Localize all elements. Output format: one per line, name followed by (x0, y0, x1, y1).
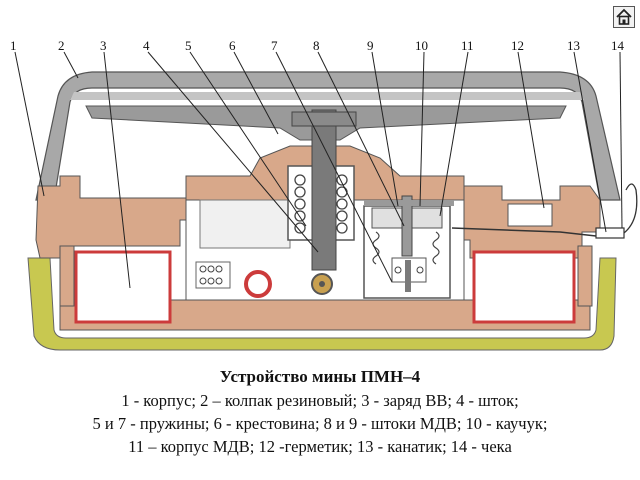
part-number: 3 (100, 38, 107, 53)
part-number: 6 (229, 38, 236, 53)
part-number: 4 (143, 38, 150, 53)
part-number: 12 (511, 38, 524, 53)
part-number: 5 (185, 38, 192, 53)
inner-panel (199, 199, 291, 249)
mdv-stem-9 (405, 260, 411, 292)
safety-pin (595, 227, 625, 239)
rubber-ring (364, 200, 454, 206)
stem-head (291, 111, 357, 127)
caption-line: 5 и 7 - пружины; 6 - крестовина; 8 и 9 -… (92, 414, 548, 433)
home-button[interactable] (613, 6, 635, 28)
small-spring-box (195, 261, 231, 289)
part-number: 7 (271, 38, 278, 53)
caption-title: Устройство мины ПМН–4 (219, 367, 421, 386)
lower-shell (27, 257, 617, 351)
part-number: 1 (10, 38, 17, 53)
leader-lines (14, 51, 623, 289)
part-number: 9 (367, 38, 374, 53)
cap-top-highlight (70, 92, 584, 100)
charge-right (472, 250, 576, 324)
spring-coils-left (294, 174, 348, 234)
mdv-springs (372, 231, 440, 265)
part-number: 8 (313, 38, 320, 53)
caption-line: 11 – корпус МДВ; 12 -герметик; 13 - кана… (128, 437, 512, 456)
mdv-lower-coils (394, 266, 424, 274)
sealant-block (507, 203, 553, 227)
part-number: 10 (415, 38, 428, 53)
charge-left (74, 250, 172, 324)
part-numbers: 1 2 3 4 5 6 7 8 9 10 11 12 13 14 (10, 38, 625, 53)
detonator-left (244, 270, 272, 298)
part-number: 14 (611, 38, 625, 53)
part-number: 11 (461, 38, 474, 53)
mdv-stem-8 (401, 195, 413, 257)
body-left-wall (59, 245, 75, 307)
detonator-center-dot (319, 281, 325, 287)
stem (311, 109, 337, 271)
part-number: 13 (567, 38, 580, 53)
small-spring-coils (199, 265, 223, 285)
caption-line: 1 - корпус; 2 – колпак резиновый; 3 - за… (121, 391, 519, 410)
pin-loop (623, 183, 638, 234)
part-number: 2 (58, 38, 65, 53)
home-icon (616, 8, 632, 25)
mine-cross-section: 1 2 3 4 5 6 7 8 9 10 11 12 13 14 (10, 38, 638, 351)
cord (451, 227, 597, 237)
body-left (35, 175, 191, 259)
body-right-wall (577, 245, 593, 307)
